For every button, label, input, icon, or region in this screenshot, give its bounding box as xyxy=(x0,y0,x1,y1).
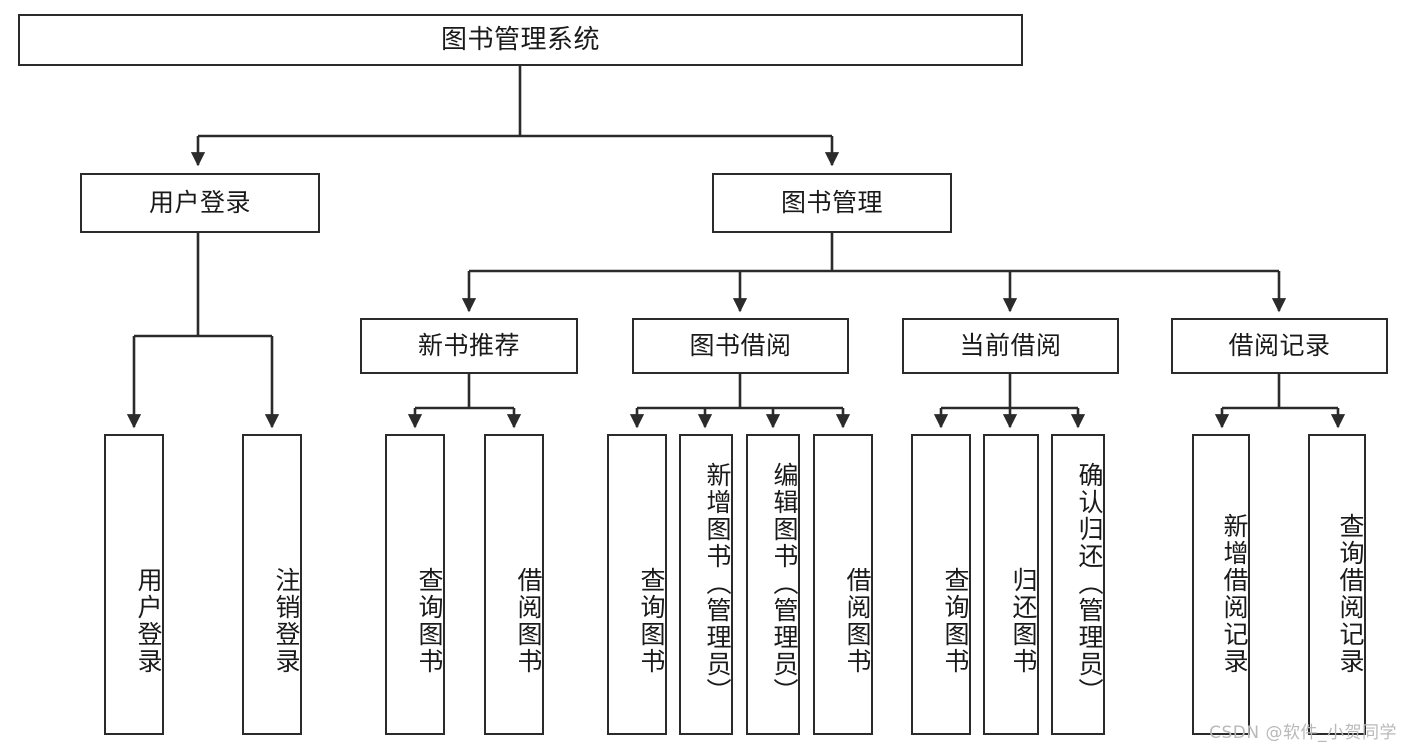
node-book-management[interactable]: 图书管理 xyxy=(712,173,952,233)
node-label: 确认归还（管理员） xyxy=(1075,462,1104,705)
node-label: 查询图书 xyxy=(941,566,970,675)
leaf-add-book-admin[interactable]: 新增图书（管理员） xyxy=(679,434,733,735)
leaf-borrow-book-borrow[interactable]: 借阅图书 xyxy=(813,434,873,735)
leaf-add-borrow-record[interactable]: 新增借阅记录 xyxy=(1192,434,1250,735)
node-label: 借阅记录 xyxy=(1228,331,1331,361)
node-book-borrow[interactable]: 图书借阅 xyxy=(632,318,849,374)
node-label: 新增图书（管理员） xyxy=(703,462,732,705)
leaf-query-book-recommend[interactable]: 查询图书 xyxy=(385,434,445,735)
leaf-query-borrow-record[interactable]: 查询借阅记录 xyxy=(1308,434,1366,735)
node-current-borrow[interactable]: 当前借阅 xyxy=(902,318,1119,374)
node-root-book-management-system[interactable]: 图书管理系统 xyxy=(18,14,1023,66)
node-label: 当前借阅 xyxy=(959,331,1062,361)
node-label: 借阅图书 xyxy=(843,566,872,675)
node-label: 新增借阅记录 xyxy=(1220,512,1249,675)
node-label: 图书借阅 xyxy=(689,331,792,361)
leaf-query-book-current[interactable]: 查询图书 xyxy=(911,434,971,735)
node-label: 归还图书 xyxy=(1009,566,1038,675)
node-label: 图书管理系统 xyxy=(440,24,600,55)
node-label: 查询图书 xyxy=(637,566,666,675)
node-borrow-record[interactable]: 借阅记录 xyxy=(1171,318,1388,374)
leaf-confirm-return-admin[interactable]: 确认归还（管理员） xyxy=(1051,434,1105,735)
node-label: 用户登录 xyxy=(134,566,163,675)
leaf-edit-book-admin[interactable]: 编辑图书（管理员） xyxy=(746,434,800,735)
leaf-return-book[interactable]: 归还图书 xyxy=(983,434,1039,735)
node-label: 图书管理 xyxy=(780,188,883,218)
node-user-login[interactable]: 用户登录 xyxy=(80,173,320,233)
node-new-book-recommend[interactable]: 新书推荐 xyxy=(360,318,578,374)
node-label: 借阅图书 xyxy=(514,566,543,675)
leaf-borrow-book-recommend[interactable]: 借阅图书 xyxy=(484,434,544,735)
node-label: 查询图书 xyxy=(415,566,444,675)
node-label: 注销登录 xyxy=(272,566,301,675)
node-label: 用户登录 xyxy=(148,188,251,218)
leaf-user-login[interactable]: 用户登录 xyxy=(104,434,164,735)
leaf-logout-login[interactable]: 注销登录 xyxy=(242,434,302,735)
node-label: 编辑图书（管理员） xyxy=(770,462,799,705)
node-label: 查询借阅记录 xyxy=(1336,512,1365,675)
csdn-watermark: CSDN @软件_小贺同学 xyxy=(1209,723,1397,743)
node-label: 新书推荐 xyxy=(417,331,520,361)
leaf-query-book-borrow[interactable]: 查询图书 xyxy=(607,434,667,735)
